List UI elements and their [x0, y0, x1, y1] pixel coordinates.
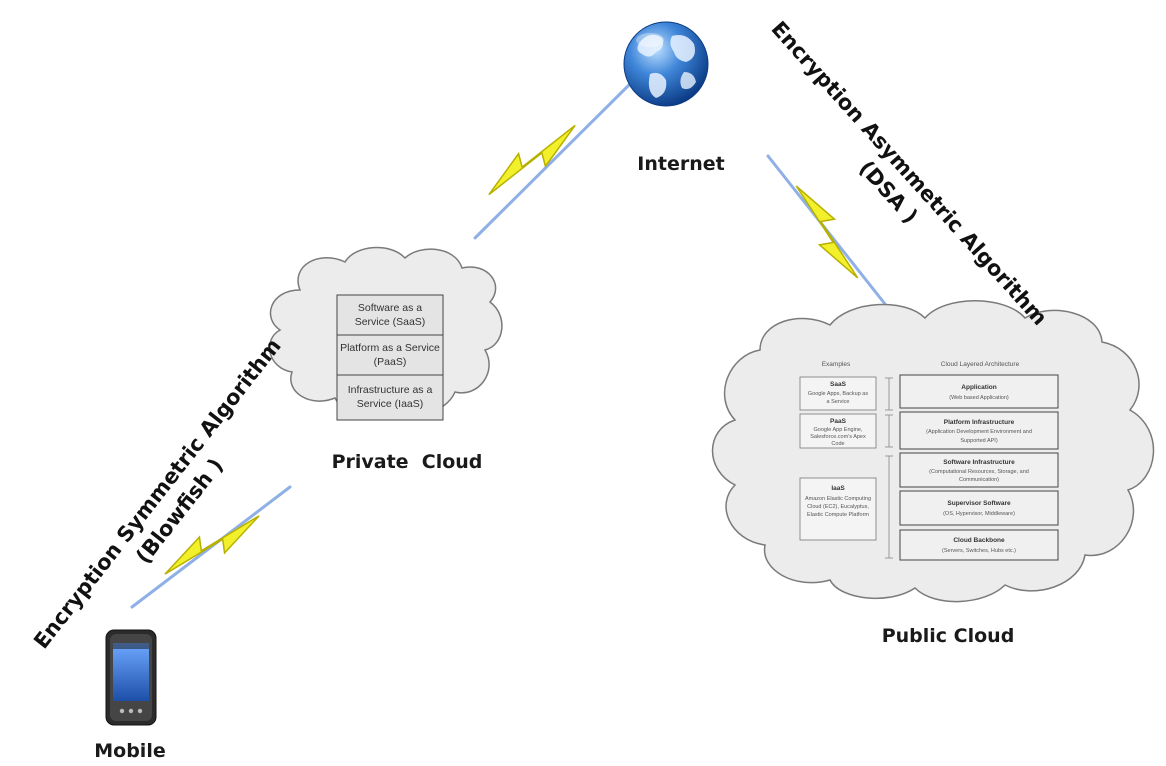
paas-line1: Platform as a Service	[340, 342, 440, 354]
private-cloud-label: Private Cloud	[332, 451, 483, 473]
layer-software-sub2: Communication)	[959, 477, 999, 483]
paas-box	[336, 334, 444, 376]
globe-icon	[623, 21, 709, 107]
examples-header: Examples	[822, 361, 851, 368]
example-saas-line1: Google Apps, Backup as	[808, 391, 868, 397]
example-paas-title: PaaS	[830, 418, 847, 425]
paas-line2: (PaaS)	[374, 356, 407, 368]
example-paas	[799, 413, 877, 449]
iaas-line2: Service (IaaS)	[357, 398, 424, 410]
symmetric-line1: Encryption Symmetric Algorithm	[29, 334, 286, 653]
layer-application-sub: (Web based Application)	[949, 395, 1009, 401]
example-saas	[799, 376, 877, 411]
example-connectors	[885, 377, 893, 559]
layer-backbone-sub: (Servers, Switches, Hubs etc.)	[942, 548, 1016, 554]
public-cloud-label: Public Cloud	[882, 625, 1015, 647]
iaas-line1: Infrastructure as a	[348, 384, 433, 396]
saas-line1: Software as a	[358, 302, 422, 314]
link-private-internet	[473, 82, 632, 240]
layer-application-title: Application	[961, 384, 996, 391]
layer-software-title: Software Infrastructure	[943, 459, 1015, 466]
example-paas-line3: Code	[831, 441, 844, 447]
layer-backbone	[899, 529, 1059, 561]
iaas-box	[336, 374, 444, 421]
saas-line2: Service (SaaS)	[355, 316, 426, 328]
layer-platform-title: Platform Infrastructure	[944, 419, 1015, 426]
layer-software	[899, 452, 1059, 488]
asymmetric-line1: Encryption Asymmetric Algorithm	[766, 17, 1051, 330]
public-cloud: Examples Cloud Layered Architecture SaaS…	[711, 300, 1155, 603]
layer-software-sub1: (Computational Resources, Storage, and	[929, 469, 1029, 475]
example-iaas-line1: Amazon Elastic Computing	[805, 496, 871, 502]
private-cloud: Software as a Service (SaaS) Platform as…	[268, 246, 503, 421]
layer-platform-sub1: (Application Development Environment and	[926, 429, 1032, 435]
example-saas-title: SaaS	[830, 381, 847, 388]
lightning-bolt-icon	[488, 124, 576, 196]
layer-supervisor-title: Supervisor Software	[947, 500, 1011, 507]
example-paas-line2: Salesforce.com's Apex	[810, 434, 866, 440]
layer-platform	[899, 411, 1059, 450]
example-iaas-line2: Cloud (EC2), Eucalyptus,	[807, 504, 869, 510]
example-iaas	[799, 477, 877, 541]
symmetric-encryption-label: Encryption Symmetric Algorithm (Blowfish…	[29, 334, 286, 653]
layer-supervisor-sub: (OS, Hypervisor, Middleware)	[943, 511, 1015, 517]
saas-box	[336, 294, 444, 336]
layers-header: Cloud Layered Architecture	[941, 361, 1020, 368]
internet-label: Internet	[637, 153, 724, 175]
example-iaas-title: IaaS	[831, 485, 845, 492]
layer-application	[899, 374, 1059, 409]
layer-supervisor	[899, 490, 1059, 526]
layer-platform-sub2: Supported API)	[960, 438, 997, 444]
lightning-bolt-icon	[164, 515, 260, 575]
lightning-bolt-icon	[795, 185, 859, 279]
layer-backbone-title: Cloud Backbone	[953, 537, 1005, 544]
asymmetric-encryption-label: Encryption Asymmetric Algorithm (DSA )	[766, 17, 1051, 330]
mobile-label: Mobile	[94, 740, 165, 762]
example-paas-line1: Google App Engine,	[814, 427, 863, 433]
mobile-phone-icon	[105, 629, 157, 726]
example-saas-line2: a Service	[827, 399, 850, 405]
example-iaas-line3: Elastic Compute Platform	[807, 512, 869, 518]
